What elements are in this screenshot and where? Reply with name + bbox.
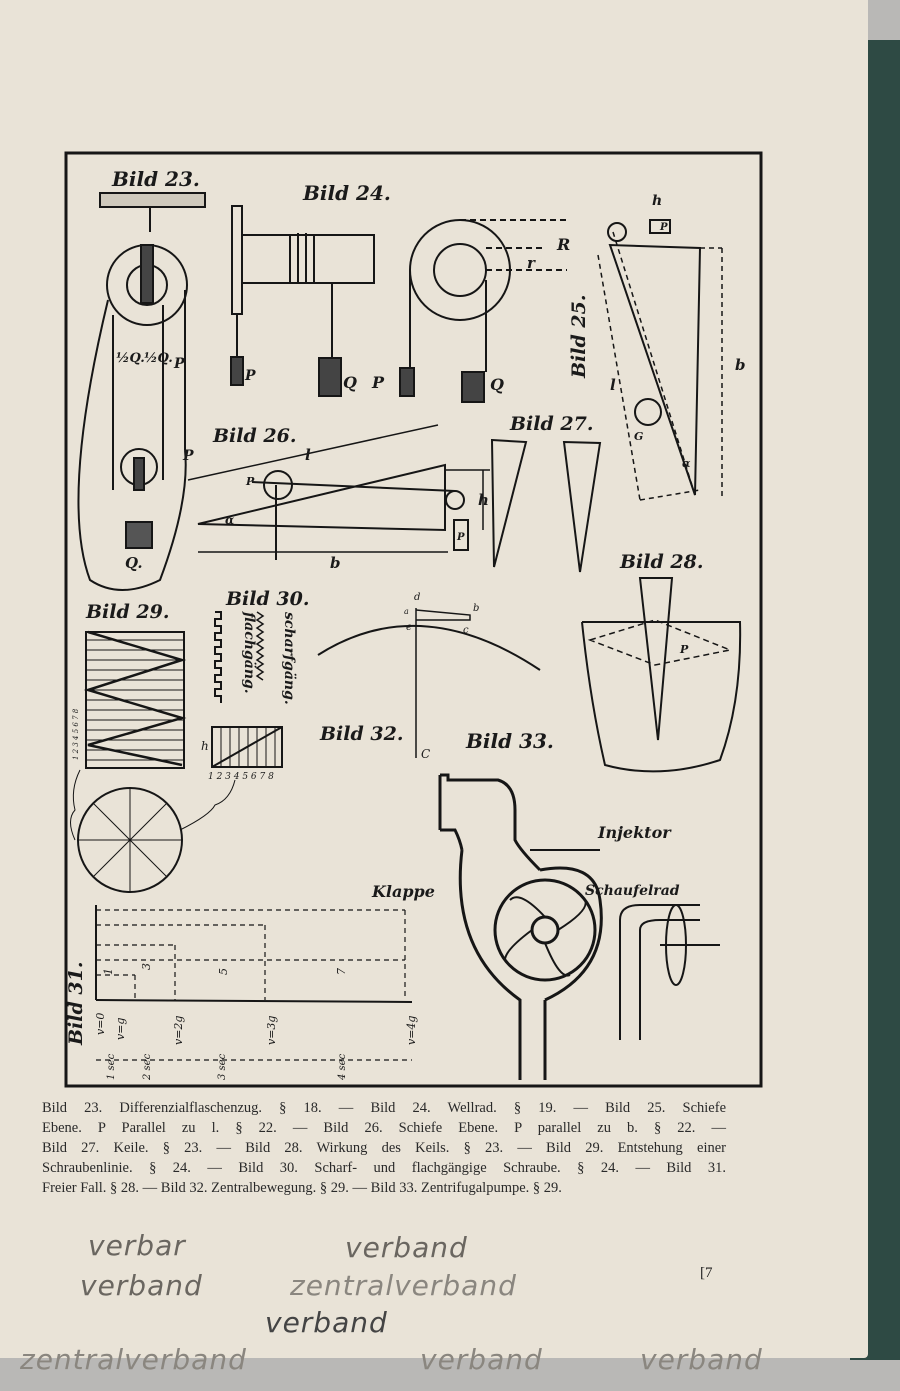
bild-29-numbers: 1 2 3 4 5 6 7 8 <box>72 708 80 760</box>
bild-24-title: Bild 24. <box>302 181 391 205</box>
bild-24-q-mid: Q <box>343 373 357 392</box>
bild-33-impeller: Schaufelrad <box>585 883 680 899</box>
handwriting: zentralverband <box>290 1269 517 1302</box>
bild-31-t1: 1 sec <box>106 1053 117 1080</box>
bild-28-title: Bild 28. <box>619 551 703 573</box>
bild-23-half-q-left: ½Q. <box>116 351 145 366</box>
bild-23-half-q-right: ½Q. <box>144 351 173 366</box>
bild-31-t2: 2 sec <box>142 1053 153 1081</box>
bild-27-title: Bild 27. <box>509 413 593 435</box>
caption-line: Bild 23. Differenzialflaschenzug. § 18. … <box>42 1100 726 1116</box>
bild-26-alpha: α <box>225 513 234 527</box>
bild-32-a: a <box>404 607 409 616</box>
caption-line: Schraubenlinie. § 24. — Bild 30. Scharf-… <box>42 1160 726 1176</box>
bild-25-alpha: α <box>682 457 691 470</box>
figure-bild-29: Bild 29. 1 2 3 4 5 6 7 8 <box>70 601 187 893</box>
bild-31-s7: 7 <box>335 968 348 975</box>
figure-bild-32: Bild 32. d b c e a C <box>317 592 541 761</box>
bild-24-small-r: r <box>527 254 536 272</box>
figure-bild-23: Bild 23. ½Q. ½Q. P P Q. <box>77 167 206 591</box>
bild-30-sharp: scharfgäng. <box>281 612 297 705</box>
bild-23-title: Bild 23. <box>111 167 200 191</box>
bild-32-d: d <box>414 592 420 603</box>
bild-32-c: c <box>463 625 469 636</box>
bild-24-q-right: Q <box>490 375 504 394</box>
page-number: [7 <box>700 1265 713 1281</box>
handwriting: verband <box>345 1231 468 1264</box>
bild-25-title: Bild 25. <box>568 295 590 379</box>
bild-23-p-top: P <box>173 356 185 372</box>
handwriting: verband <box>80 1269 203 1302</box>
figure-bild-28: Bild 28. P <box>581 551 742 773</box>
bild-26-h: h <box>478 491 489 509</box>
handwriting: zentralverband <box>20 1343 247 1376</box>
plate-frame <box>64 151 763 1088</box>
bild-30-scale: 1 2 3 4 5 6 7 8 <box>208 772 274 782</box>
bild-31-v2: v=2g <box>172 1016 185 1045</box>
bild-31-v3: v=3g <box>265 1016 278 1045</box>
bild-33-flap: Klappe <box>371 882 435 901</box>
bild-25-p: P <box>659 222 668 233</box>
bild-30-h: h <box>201 739 209 753</box>
bild-29-title: Bild 29. <box>85 601 169 623</box>
bild-31-s3: 3 <box>140 963 153 970</box>
bild-31-s1: 1 <box>102 968 115 975</box>
bild-31-t3: 3 sec <box>217 1053 228 1080</box>
bild-31-t4: 4 sec <box>337 1053 348 1081</box>
handwriting: verband <box>265 1306 388 1339</box>
bild-31-title: Bild 31. <box>65 962 87 1046</box>
bild-25-h: h <box>652 193 662 209</box>
bild-24-p-left: P <box>244 368 256 384</box>
figure-bild-31: Bild 31. v=0 v=g v=2g v=3g v=4g 1 sec 2 … <box>65 905 418 1081</box>
bild-26-l: l <box>305 446 311 464</box>
bild-30-title: Bild 30. <box>225 588 309 610</box>
figure-caption: Bild 23. Differenzialflaschenzug. § 18. … <box>42 1098 726 1198</box>
bild-26-title: Bild 26. <box>212 425 296 447</box>
bild-26-p-left: P <box>245 475 255 488</box>
bild-25-b: b <box>735 356 746 374</box>
figure-bild-25: Bild 25. P h l b G α <box>568 193 746 501</box>
figure-bild-30: Bild 30. flachgäng. scharfgäng. h 1 2 3 … <box>179 588 309 831</box>
caption-line: Freier Fall. § 28. — Bild 32. Zentralbew… <box>42 1180 562 1196</box>
handwriting: verband <box>640 1343 763 1376</box>
bild-33-injector: Injektor <box>597 823 672 842</box>
bild-31-v1: v=g <box>114 1018 127 1040</box>
handwriting: verband <box>420 1343 543 1376</box>
handwriting: verbar <box>88 1229 186 1262</box>
bild-28-p: P <box>679 643 689 656</box>
bild-31-v0: v=0 <box>94 1013 107 1035</box>
bild-31-v4: v=4g <box>405 1016 418 1045</box>
bild-24-big-r: R <box>556 235 570 254</box>
bild-23-p-arrow: P <box>182 448 194 464</box>
bild-32-e: e <box>406 622 412 633</box>
bild-32-b: b <box>473 603 479 614</box>
bild-26-b-bottom: b <box>330 554 341 572</box>
caption-line: Ebene. P Parallel zu l. § 22. — Bild 26.… <box>42 1120 726 1136</box>
figure-bild-24: Bild 24. Q P P Q R r <box>230 181 570 403</box>
bild-32-title: Bild 32. <box>319 723 403 745</box>
bild-24-p-mid: P <box>371 373 385 392</box>
bild-32-center: C <box>421 747 430 761</box>
bild-25-l: l <box>610 376 616 394</box>
figure-bild-33: Bild 33. Injektor Schaufelrad Klappe <box>371 729 720 1080</box>
bild-26-p-right: P <box>456 532 465 543</box>
caption-line: Bild 27. Keile. § 23. — Bild 28. Wirkung… <box>42 1140 726 1156</box>
bild-33-title: Bild 33. <box>465 729 554 753</box>
bild-25-g: G <box>634 430 643 443</box>
bild-23-q: Q. <box>125 554 143 572</box>
figure-bild-27: Bild 27. <box>490 413 602 573</box>
bild-31-s5: 5 <box>217 968 230 975</box>
figure-bild-26: Bild 26. l b h P P α <box>187 424 490 572</box>
bild-30-flat: flachgäng. <box>241 611 257 694</box>
